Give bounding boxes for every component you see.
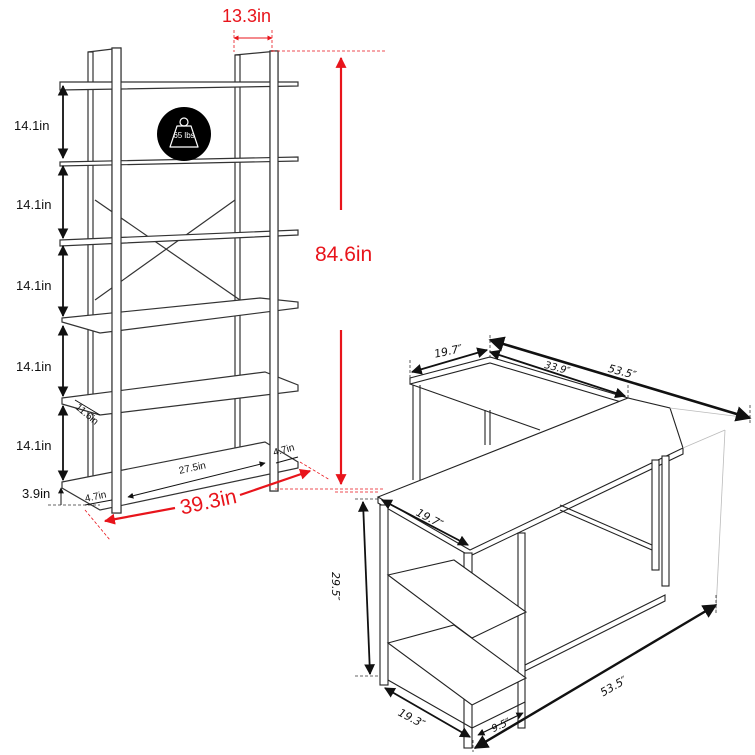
- desk-drawing: [376, 356, 684, 749]
- shelf-spacing-label-3: 14.1in: [16, 278, 52, 293]
- red-dimension-lines: [84, 30, 385, 541]
- shelf-spacing-label-1: 14.1in: [14, 118, 50, 133]
- height-label: 84.6in: [315, 243, 373, 266]
- weight-capacity-text: 65 lbs: [173, 131, 195, 140]
- shelf-spacing-arrows: [57, 84, 69, 505]
- weight-capacity-badge: 65 lbs: [157, 107, 211, 161]
- shelf-spacing-label-2: 14.1in: [16, 197, 52, 212]
- shelf-spacing-label-5: 14.1in: [16, 438, 52, 453]
- weight-icon: [169, 117, 199, 148]
- desk-dimension-arrows: [357, 336, 752, 750]
- depth-label: 13.3in: [222, 6, 272, 26]
- bottom-clearance-label: 3.9in: [22, 486, 51, 501]
- shelf-spacing-label-4: 14.1in: [16, 359, 52, 374]
- desk-height-label: 29.5″: [329, 572, 342, 601]
